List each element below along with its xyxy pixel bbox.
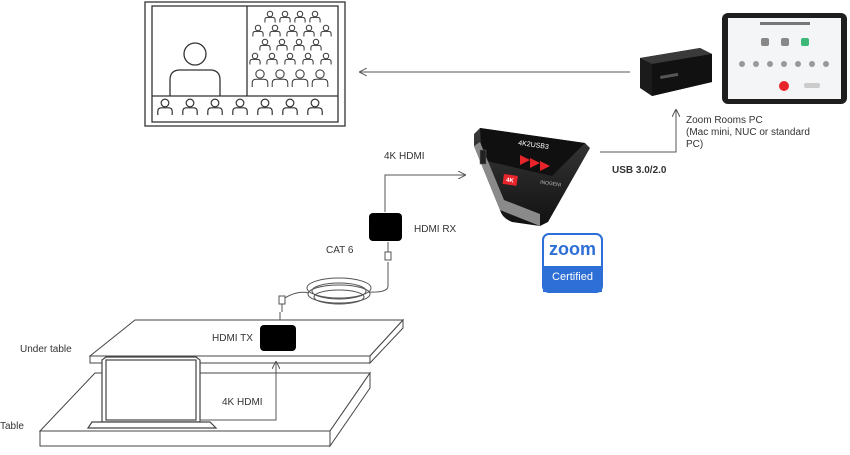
audience-person-body <box>266 58 278 65</box>
audience-person-head <box>296 10 304 18</box>
front-person-head <box>310 98 320 108</box>
zoom-pc-title: Zoom Rooms PC <box>686 115 763 126</box>
front-person-body <box>282 107 298 115</box>
zoom-pc-subtitle: (Mac mini, NUC or standard PC) <box>686 127 810 150</box>
audience-person-body <box>311 78 329 87</box>
audience-person-head <box>275 69 285 79</box>
audience-person-body <box>279 16 291 23</box>
zoom-rooms-pc <box>640 48 712 96</box>
audience-person-head <box>305 24 313 32</box>
tablet-icon <box>753 61 759 67</box>
tablet-icon <box>781 61 787 67</box>
audience-grid <box>249 10 332 87</box>
tablet-icon <box>801 38 809 46</box>
laptop <box>86 356 218 429</box>
zoom-certified-badge <box>542 233 603 293</box>
front-person-head <box>260 98 270 108</box>
hdmi-4k-top-label: 4K HDMI <box>384 151 425 162</box>
audience-person-body <box>286 30 298 37</box>
hdmi-4k-bottom-label: 4K HDMI <box>222 397 263 408</box>
front-person-body <box>232 107 248 115</box>
tablet-icon <box>781 38 789 46</box>
table-surface <box>38 371 371 448</box>
audience-person-body <box>291 78 309 87</box>
audience-person-head <box>281 10 289 18</box>
tablet-icon-grid <box>739 38 829 67</box>
hdmi-rx-box <box>369 213 402 241</box>
audience-person-body <box>309 16 321 23</box>
audience-person-head <box>288 24 296 32</box>
usb-connection-line <box>600 110 676 153</box>
front-person-head <box>185 98 195 108</box>
hdmi-rx-label: HDMI RX <box>414 224 457 235</box>
front-person-head <box>160 98 170 108</box>
audience-person-head <box>278 38 286 46</box>
front-person-head <box>285 98 295 108</box>
front-person-head <box>235 98 245 108</box>
room-display <box>144 1 346 127</box>
audience-person-body <box>293 44 305 51</box>
cat6-cable <box>278 242 392 323</box>
zoom-logo-text: zoom <box>549 239 596 259</box>
audience-person-head <box>251 52 259 60</box>
usb-label: USB 3.0/2.0 <box>612 165 667 176</box>
tablet-icon <box>739 61 745 67</box>
table-label: Table <box>0 421 24 432</box>
audience-person-body <box>302 58 314 65</box>
front-person-body <box>257 107 273 115</box>
audience-person-head <box>322 24 330 32</box>
tablet-icon <box>795 61 801 67</box>
audience-person-body <box>249 58 261 65</box>
audience-person-head <box>295 69 305 79</box>
audience-person-head <box>311 10 319 18</box>
tablet-icon <box>767 61 773 67</box>
audience-person-head <box>322 52 330 60</box>
front-person-body <box>307 107 323 115</box>
audience-person-body <box>303 30 315 37</box>
badge-caption: Certified <box>552 271 593 283</box>
zoom-pc-label: Zoom Rooms PC (Mac mini, NUC or standard… <box>686 115 826 151</box>
front-row-people <box>157 98 323 115</box>
audience-person-body <box>276 44 288 51</box>
front-person-body <box>207 107 223 115</box>
audience-person-body <box>269 30 281 37</box>
audience-person-head <box>261 38 269 46</box>
audience-person-body <box>251 78 269 87</box>
front-person-body <box>182 107 198 115</box>
audience-person-body <box>320 58 332 65</box>
front-person-body <box>157 107 173 115</box>
audience-person-body <box>271 78 289 87</box>
audience-person-head <box>268 52 276 60</box>
tablet-leave-button <box>779 81 820 91</box>
hdmi-tx-label: HDMI TX <box>212 333 253 344</box>
cat6-label: CAT 6 <box>326 245 354 256</box>
audience-person-head <box>304 52 312 60</box>
audience-person-head <box>271 24 279 32</box>
under-table-label: Under table <box>20 344 72 355</box>
audience-person-head <box>295 38 303 46</box>
tablet-icon <box>761 38 769 46</box>
audience-person-head <box>312 38 320 46</box>
audience-person-body <box>320 30 332 37</box>
audience-person-body <box>310 44 322 51</box>
audience-person-head <box>254 24 262 32</box>
audience-person-head <box>266 10 274 18</box>
tablet-icon <box>823 61 829 67</box>
capture-device <box>474 128 590 226</box>
tablet-icon <box>809 61 815 67</box>
audience-person-body <box>294 16 306 23</box>
hdmi-tx-box <box>260 325 296 351</box>
audience-person-body <box>264 16 276 23</box>
hdmi-rx-output-line <box>384 175 465 212</box>
audience-person-head <box>315 69 325 79</box>
audience-person-body <box>252 30 264 37</box>
audience-person-body <box>284 58 296 65</box>
front-person-head <box>210 98 220 108</box>
audience-person-body <box>259 44 271 51</box>
hdmi-laptop-line <box>200 362 276 421</box>
audience-person-head <box>286 52 294 60</box>
audience-person-head <box>255 69 265 79</box>
